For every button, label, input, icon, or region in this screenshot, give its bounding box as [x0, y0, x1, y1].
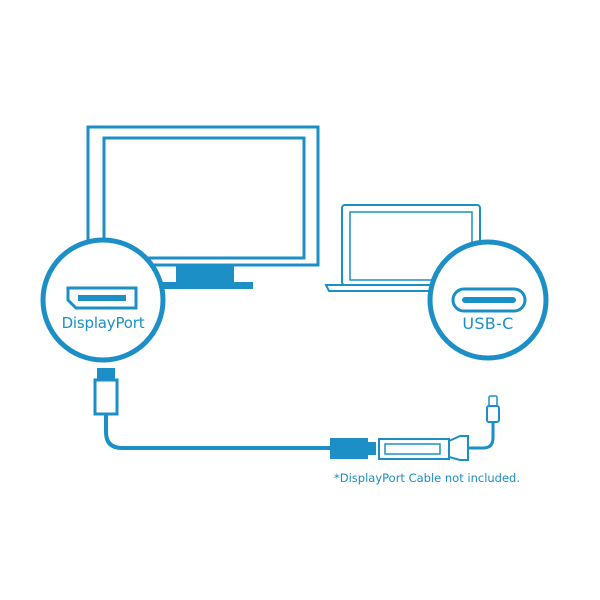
displayport-connector-icon — [40, 237, 166, 363]
monitor-icon — [86, 125, 320, 289]
usb-c-connector-icon — [427, 239, 549, 361]
cable-not-included-note: *DisplayPort Cable not included. — [334, 471, 521, 485]
cable-icon — [93, 368, 376, 459]
adapter-icon — [378, 395, 500, 461]
usb-c-label: USB-C — [462, 314, 514, 333]
displayport-label: DisplayPort — [61, 314, 145, 332]
